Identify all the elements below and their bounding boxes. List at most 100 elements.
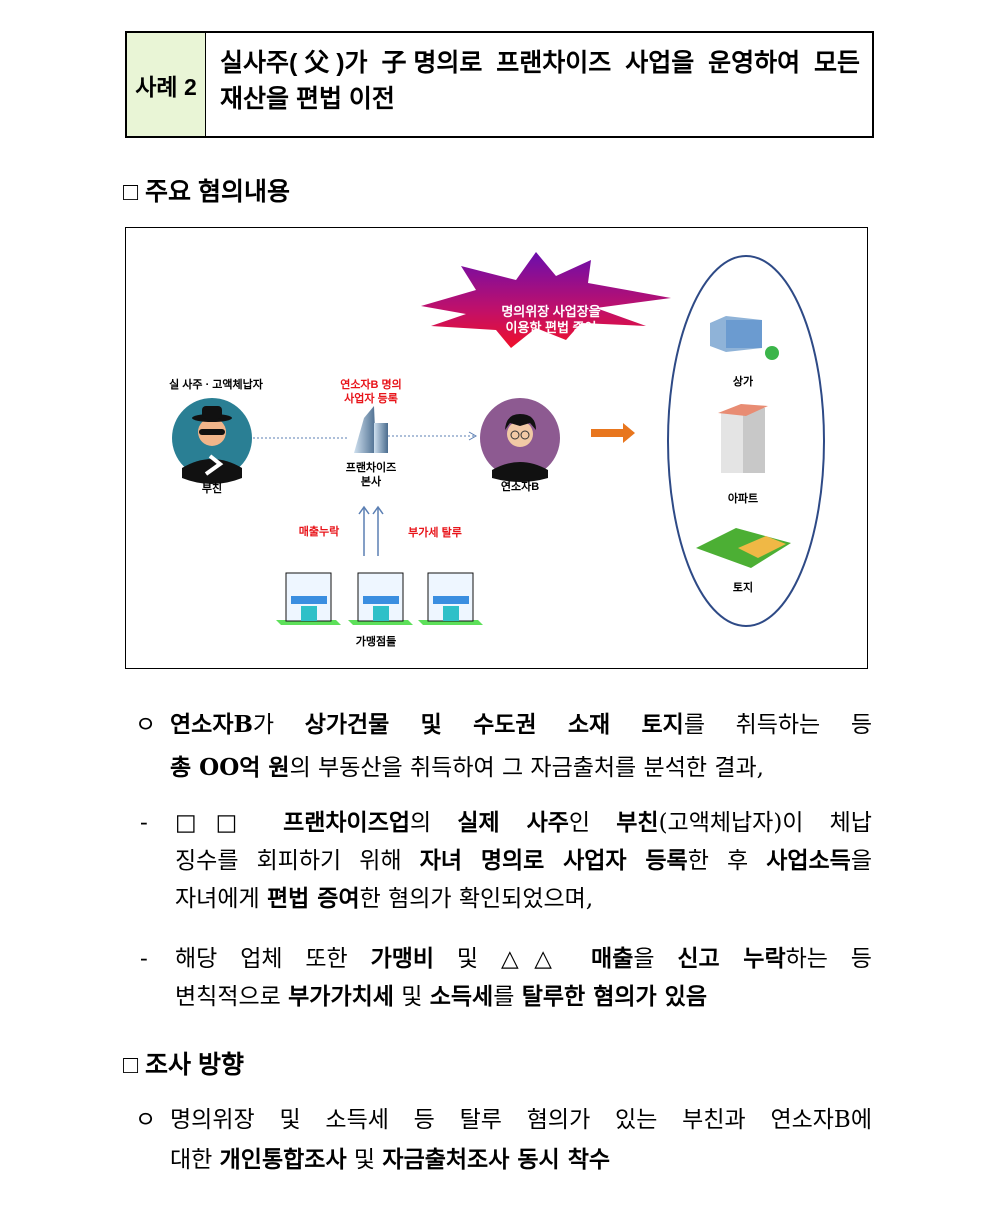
emphasized-text: □□ 프랜차이즈업 — [175, 809, 411, 836]
apartment-icon — [718, 404, 768, 473]
bullet-marker: - — [140, 810, 148, 836]
emphasized-text: 개인통합조사 — [219, 1146, 347, 1173]
case-label: 사례 2 — [127, 33, 206, 136]
hq-line-2: 본사 — [360, 476, 382, 488]
paragraph-line: 총 OO억 원의 부동산을 취득하여 그 자금출처를 분석한 결과, — [135, 753, 872, 783]
bullet-marker — [140, 846, 175, 876]
father-avatar — [172, 398, 252, 484]
emphasized-text: 실제 사주 — [457, 809, 569, 836]
title-line-2: 재산을 편법 이전 — [220, 85, 395, 113]
bullet-marker: ㅇ — [135, 1107, 157, 1133]
registration-line-2: 사업자 등록 — [344, 393, 398, 405]
bullet-marker: ㅇ — [135, 712, 157, 738]
title-line-1: 실사주(父)가 子명의로 프랜차이즈 사업을 운영하여 모든 — [220, 49, 860, 77]
hq-line-1: 프랜차이즈 — [345, 462, 397, 474]
line-text: 자녀에게 편법 증여한 혐의가 확인되었으며, — [175, 884, 872, 914]
emphasized-text: 편법 증여 — [266, 885, 360, 912]
text-segment: 및 — [346, 1147, 383, 1173]
bullet-marker — [140, 884, 175, 914]
line-text: 해당 업체 또한 가맹비 및 △△ 매출을 신고 누락하는 등 — [175, 944, 872, 974]
bullet-marker — [135, 1145, 170, 1175]
emphasized-text: 부가가치세 — [288, 983, 394, 1010]
sales-omission-label: 매출누락 — [298, 526, 340, 538]
section-heading-investigation: □ 조사 방향 — [123, 1051, 244, 1079]
emphasized-text: 사업소득 — [766, 847, 851, 874]
text-segment: 변칙적으로 — [175, 984, 289, 1010]
paragraph-line: - 해당 업체 또한 가맹비 및 △△ 매출을 신고 누락하는 등 — [140, 944, 872, 974]
store-icon-1 — [276, 572, 341, 625]
asset-label-apartment: 아파트 — [727, 493, 759, 505]
text-segment: 을 — [850, 848, 873, 874]
vat-evasion-label: 부가세 탈루 — [408, 527, 462, 539]
text-segment: 자녀에게 — [175, 886, 267, 912]
franchise-hq-building — [354, 406, 388, 453]
text-segment: 의 — [410, 810, 458, 836]
case-title-box: 사례 2 실사주(父)가 子명의로 프랜차이즈 사업을 운영하여 모든 재산을 … — [125, 31, 874, 138]
emphasized-text: △△ 매출 — [500, 945, 634, 972]
text-segment: 한 후 — [687, 848, 767, 874]
line-text: 명의위장 및 소득세 등 탈루 혐의가 있는 부친과 연소자B에 — [170, 1105, 872, 1135]
line-text: 변칙적으로 부가가치세 및 소득세를 탈루한 혐의가 있음 — [175, 982, 872, 1012]
burst-line-2: 이용한 편법 증여 — [505, 320, 597, 335]
bullet-marker — [140, 982, 175, 1012]
burst-line-1: 명의위장 사업장을 — [501, 304, 601, 319]
asset-label-land: 토지 — [732, 582, 754, 594]
text-segment: 및 — [434, 946, 501, 972]
stores-label: 가맹점들 — [355, 636, 397, 648]
paragraph-line: ㅇ 연소자B가 상가건물 및 수도권 소재 토지를 취득하는 등 — [135, 710, 872, 740]
text-segment: 을 — [633, 946, 678, 972]
paragraph-line: 변칙적으로 부가가치세 및 소득세를 탈루한 혐의가 있음 — [140, 982, 872, 1012]
commercial-building-icon — [710, 316, 779, 360]
starburst-shape — [421, 252, 671, 348]
emphasized-text: 신고 누락 — [677, 945, 786, 972]
emphasized-text: 부친 — [616, 809, 659, 836]
emphasized-text: 자녀 명의로 사업자 등록 — [419, 847, 688, 874]
son-label: 연소자B — [500, 481, 540, 493]
line-text: □□ 프랜차이즈업의 실제 사주인 부친(고액체납자)이 체납 — [175, 808, 872, 838]
paragraph-line: 자녀에게 편법 증여한 혐의가 확인되었으며, — [140, 884, 872, 914]
text-segment: 하는 등 — [785, 946, 872, 972]
emphasized-text: 총 OO억 원 — [170, 754, 290, 781]
line-text: 총 OO억 원의 부동산을 취득하여 그 자금출처를 분석한 결과, — [170, 753, 872, 783]
emphasized-text: 가맹비 — [370, 945, 435, 972]
text-segment: 한 혐의가 확인되었으며, — [359, 886, 594, 912]
text-segment: (고액체납자)이 체납 — [658, 810, 872, 836]
emphasized-text: 연소자B — [170, 711, 253, 738]
father-label: 부친 — [201, 483, 223, 495]
bullet-marker: - — [140, 946, 148, 972]
paragraph-line: - □□ 프랜차이즈업의 실제 사주인 부친(고액체납자)이 체납 — [140, 808, 872, 838]
text-segment: 를 취득하는 등 — [683, 712, 872, 738]
paragraph-line: 징수를 회피하기 위해 자녀 명의로 사업자 등록한 후 사업소득을 — [140, 846, 872, 876]
emphasized-text: 탈루한 혐의가 있음 — [521, 983, 707, 1010]
bullet-marker — [135, 753, 170, 783]
line-text: 징수를 회피하기 위해 자녀 명의로 사업자 등록한 후 사업소득을 — [175, 846, 872, 876]
son-avatar — [480, 398, 560, 482]
line-text: 대한 개인통합조사 및 자금출처조사 동시 착수 — [170, 1145, 872, 1175]
paragraph-line: ㅇ 명의위장 및 소득세 등 탈루 혐의가 있는 부친과 연소자B에 — [135, 1105, 872, 1135]
paragraph-line: 대한 개인통합조사 및 자금출처조사 동시 착수 — [135, 1145, 872, 1175]
asset-label-commercial: 상가 — [732, 376, 754, 388]
text-segment: 명의위장 및 소득세 등 탈루 혐의가 있는 부친과 연소자B에 — [170, 1107, 872, 1133]
text-segment: 대한 — [170, 1147, 220, 1173]
father-caption: 실 사주 · 고액체납자 — [169, 379, 263, 391]
emphasized-text: 상가건물 및 수도권 소재 토지 — [304, 711, 684, 738]
section-heading-allegations: □ 주요 혐의내용 — [123, 178, 290, 206]
land-icon — [696, 528, 791, 568]
text-segment: 가 — [252, 712, 305, 738]
registration-line-1: 연소자B 명의 — [340, 379, 402, 391]
emphasized-text: 자금출처조사 동시 착수 — [382, 1146, 611, 1173]
assets-ellipse — [667, 255, 825, 627]
line-text: 연소자B가 상가건물 및 수도권 소재 토지를 취득하는 등 — [170, 710, 872, 740]
text-segment: 의 부동산을 취득하여 그 자금출처를 분석한 결과, — [289, 755, 764, 781]
orange-arrow — [591, 423, 635, 443]
store-icon-3 — [418, 572, 483, 625]
text-segment: 인 — [568, 810, 617, 836]
text-segment: 및 — [393, 984, 430, 1010]
store-icon-2 — [348, 572, 413, 625]
text-segment: 해당 업체 또한 — [175, 946, 371, 972]
text-segment: 징수를 회피하기 위해 — [175, 848, 420, 874]
